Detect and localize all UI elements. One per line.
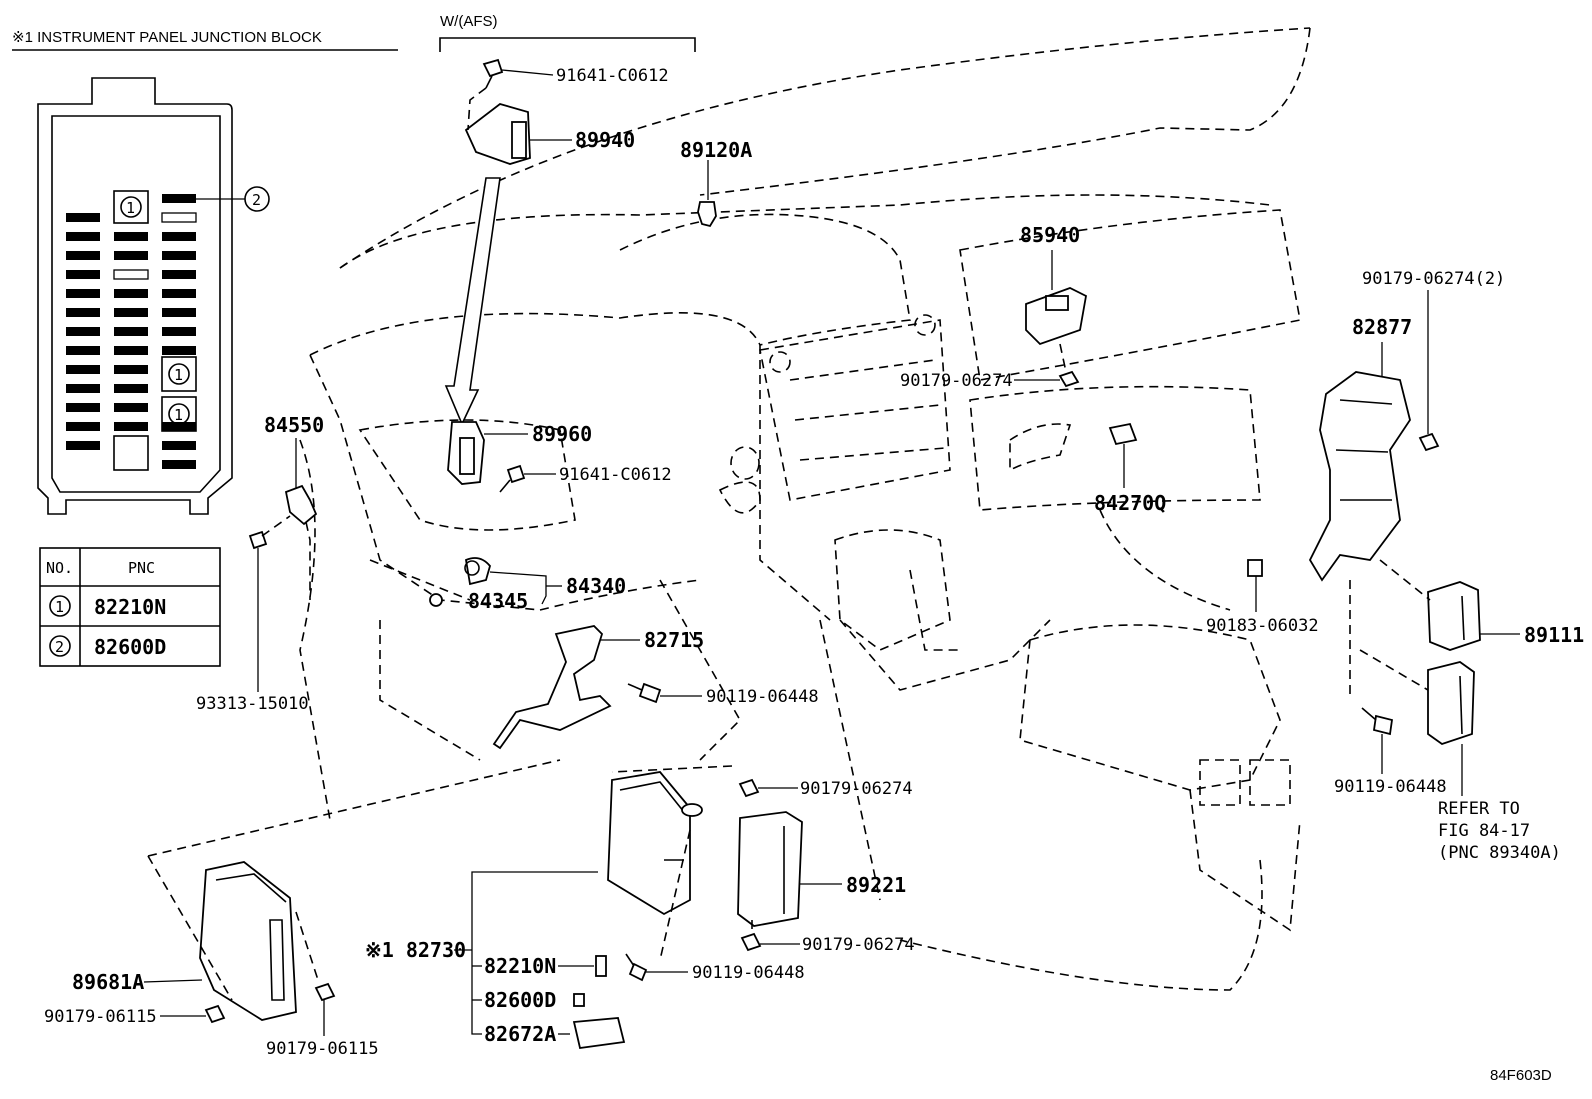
fuse-column-middle <box>113 232 149 471</box>
nut-90179-06274-mid <box>1058 370 1080 388</box>
pnc-table-header-pnc: PNC <box>128 559 155 577</box>
module-89340a-ref[interactable] <box>1427 661 1475 745</box>
pnc-table-header-no: NO. <box>46 559 73 577</box>
nut-90179-06115-right <box>314 982 336 1002</box>
callout-82672a: 82672A <box>484 1022 556 1046</box>
callout-84550: 84550 <box>264 413 324 437</box>
callout-89940: 89940 <box>575 128 635 152</box>
arrow-indicator <box>444 177 501 426</box>
callout-90179-06115-left: 90179-06115 <box>44 1007 157 1027</box>
callout-90119-06448-left: 90119-06448 <box>706 687 819 707</box>
figure-code: 84F603D <box>1490 1067 1552 1084</box>
fuse-marker-1-mid: 1 <box>174 366 183 384</box>
fuse-column-right <box>161 194 197 469</box>
part-84345[interactable] <box>429 593 443 607</box>
refer-to-line1: REFER TO <box>1438 799 1520 819</box>
junction-block-title: ※1 INSTRUMENT PANEL JUNCTION BLOCK <box>12 29 322 46</box>
part-82715[interactable] <box>492 625 612 750</box>
instrument-panel-outline <box>299 27 1311 991</box>
callout-91641-c0612-mid: 91641-C0612 <box>559 465 672 485</box>
bolt-90119-06448-left <box>627 682 662 704</box>
nut-90179-06274-x2 <box>1418 432 1440 452</box>
part-82672a[interactable] <box>572 1017 626 1050</box>
part-89960[interactable] <box>447 421 485 485</box>
part-85940[interactable] <box>1025 287 1088 346</box>
junction-block-panel: 1 1 1 2 <box>37 77 270 515</box>
pnc-row-2-pnc: 82600D <box>94 635 166 659</box>
bolt-90119-06448-right <box>1361 707 1394 736</box>
callout-93313-15010: 93313-15010 <box>196 694 309 714</box>
part-89681a[interactable] <box>199 861 297 1021</box>
bolt-91641-top <box>482 58 504 89</box>
fuse-82210n <box>595 955 607 977</box>
refer-to-line3: (PNC 89340A) <box>1438 843 1561 863</box>
callout-84270q: 84270Q <box>1094 491 1166 515</box>
callout-90179-06274-lower: 90179-06274 <box>802 935 915 955</box>
fuse-marker-2: 2 <box>252 191 261 209</box>
callout-90179-06274-mid: 90179-06274 <box>900 371 1013 391</box>
pnc-table: NO. PNC 1 82210N 2 82600D <box>39 547 221 667</box>
callout-82715: 82715 <box>644 628 704 652</box>
clip-90183-06032 <box>1247 559 1263 577</box>
callout-82877: 82877 <box>1352 315 1412 339</box>
callout-82600d: 82600D <box>484 988 556 1012</box>
callout-90119-06448-bottom: 90119-06448 <box>692 963 805 983</box>
callout-85940: 85940 <box>1020 223 1080 247</box>
callout-91641-c0612-top: 91641-C0612 <box>556 66 669 86</box>
nut-90179-06115-left <box>204 1004 226 1024</box>
callout-90119-06448-right: 90119-06448 <box>1334 777 1447 797</box>
part-89940[interactable] <box>464 103 531 165</box>
callout-90183-06032: 90183-06032 <box>1206 616 1319 636</box>
pnc-row-1-pnc: 82210N <box>94 595 166 619</box>
part-89111[interactable] <box>1427 581 1481 651</box>
afs-variant-label: W/(AFS) <box>440 13 498 30</box>
callout-84340: 84340 <box>566 574 626 598</box>
fuse-marker-1-top: 1 <box>126 199 135 217</box>
part-84270q[interactable] <box>1108 422 1138 446</box>
fuse-column-left <box>66 213 100 450</box>
callout-89120a: 89120A <box>680 138 752 162</box>
callout-90179-06274-x2: 90179-06274(2) <box>1362 269 1505 289</box>
callout-89111: 89111 <box>1524 623 1584 647</box>
callout-82210n: 82210N <box>484 954 556 978</box>
part-84550[interactable] <box>284 484 318 526</box>
fuse-marker-1-low: 1 <box>174 406 183 424</box>
callout-82730: ※1 82730 <box>365 938 466 962</box>
fuse-82600d <box>573 993 585 1007</box>
part-89120a[interactable] <box>697 201 717 228</box>
callout-90179-06274-upper: 90179-06274 <box>800 779 913 799</box>
pnc-row-2-no: 2 <box>55 638 64 656</box>
callout-90179-06115-right: 90179-06115 <box>266 1039 379 1059</box>
callout-84345: 84345 <box>468 589 528 613</box>
part-84340[interactable] <box>464 557 491 586</box>
callout-89221: 89221 <box>846 873 906 897</box>
nut-90179-06274-upper <box>738 778 760 798</box>
callout-89960: 89960 <box>532 422 592 446</box>
part-82730-junction-block[interactable] <box>607 771 703 916</box>
callout-89681a: 89681A <box>72 970 144 994</box>
part-82877[interactable] <box>1308 371 1411 582</box>
nut-90179-06274-lower <box>740 932 762 952</box>
bolt-91641-mid <box>499 464 526 493</box>
bolt-90119-06448-bottom <box>625 953 648 982</box>
refer-to-line2: FIG 84-17 <box>1438 821 1530 841</box>
part-89221[interactable] <box>737 811 803 927</box>
pnc-row-1-no: 1 <box>55 598 64 616</box>
